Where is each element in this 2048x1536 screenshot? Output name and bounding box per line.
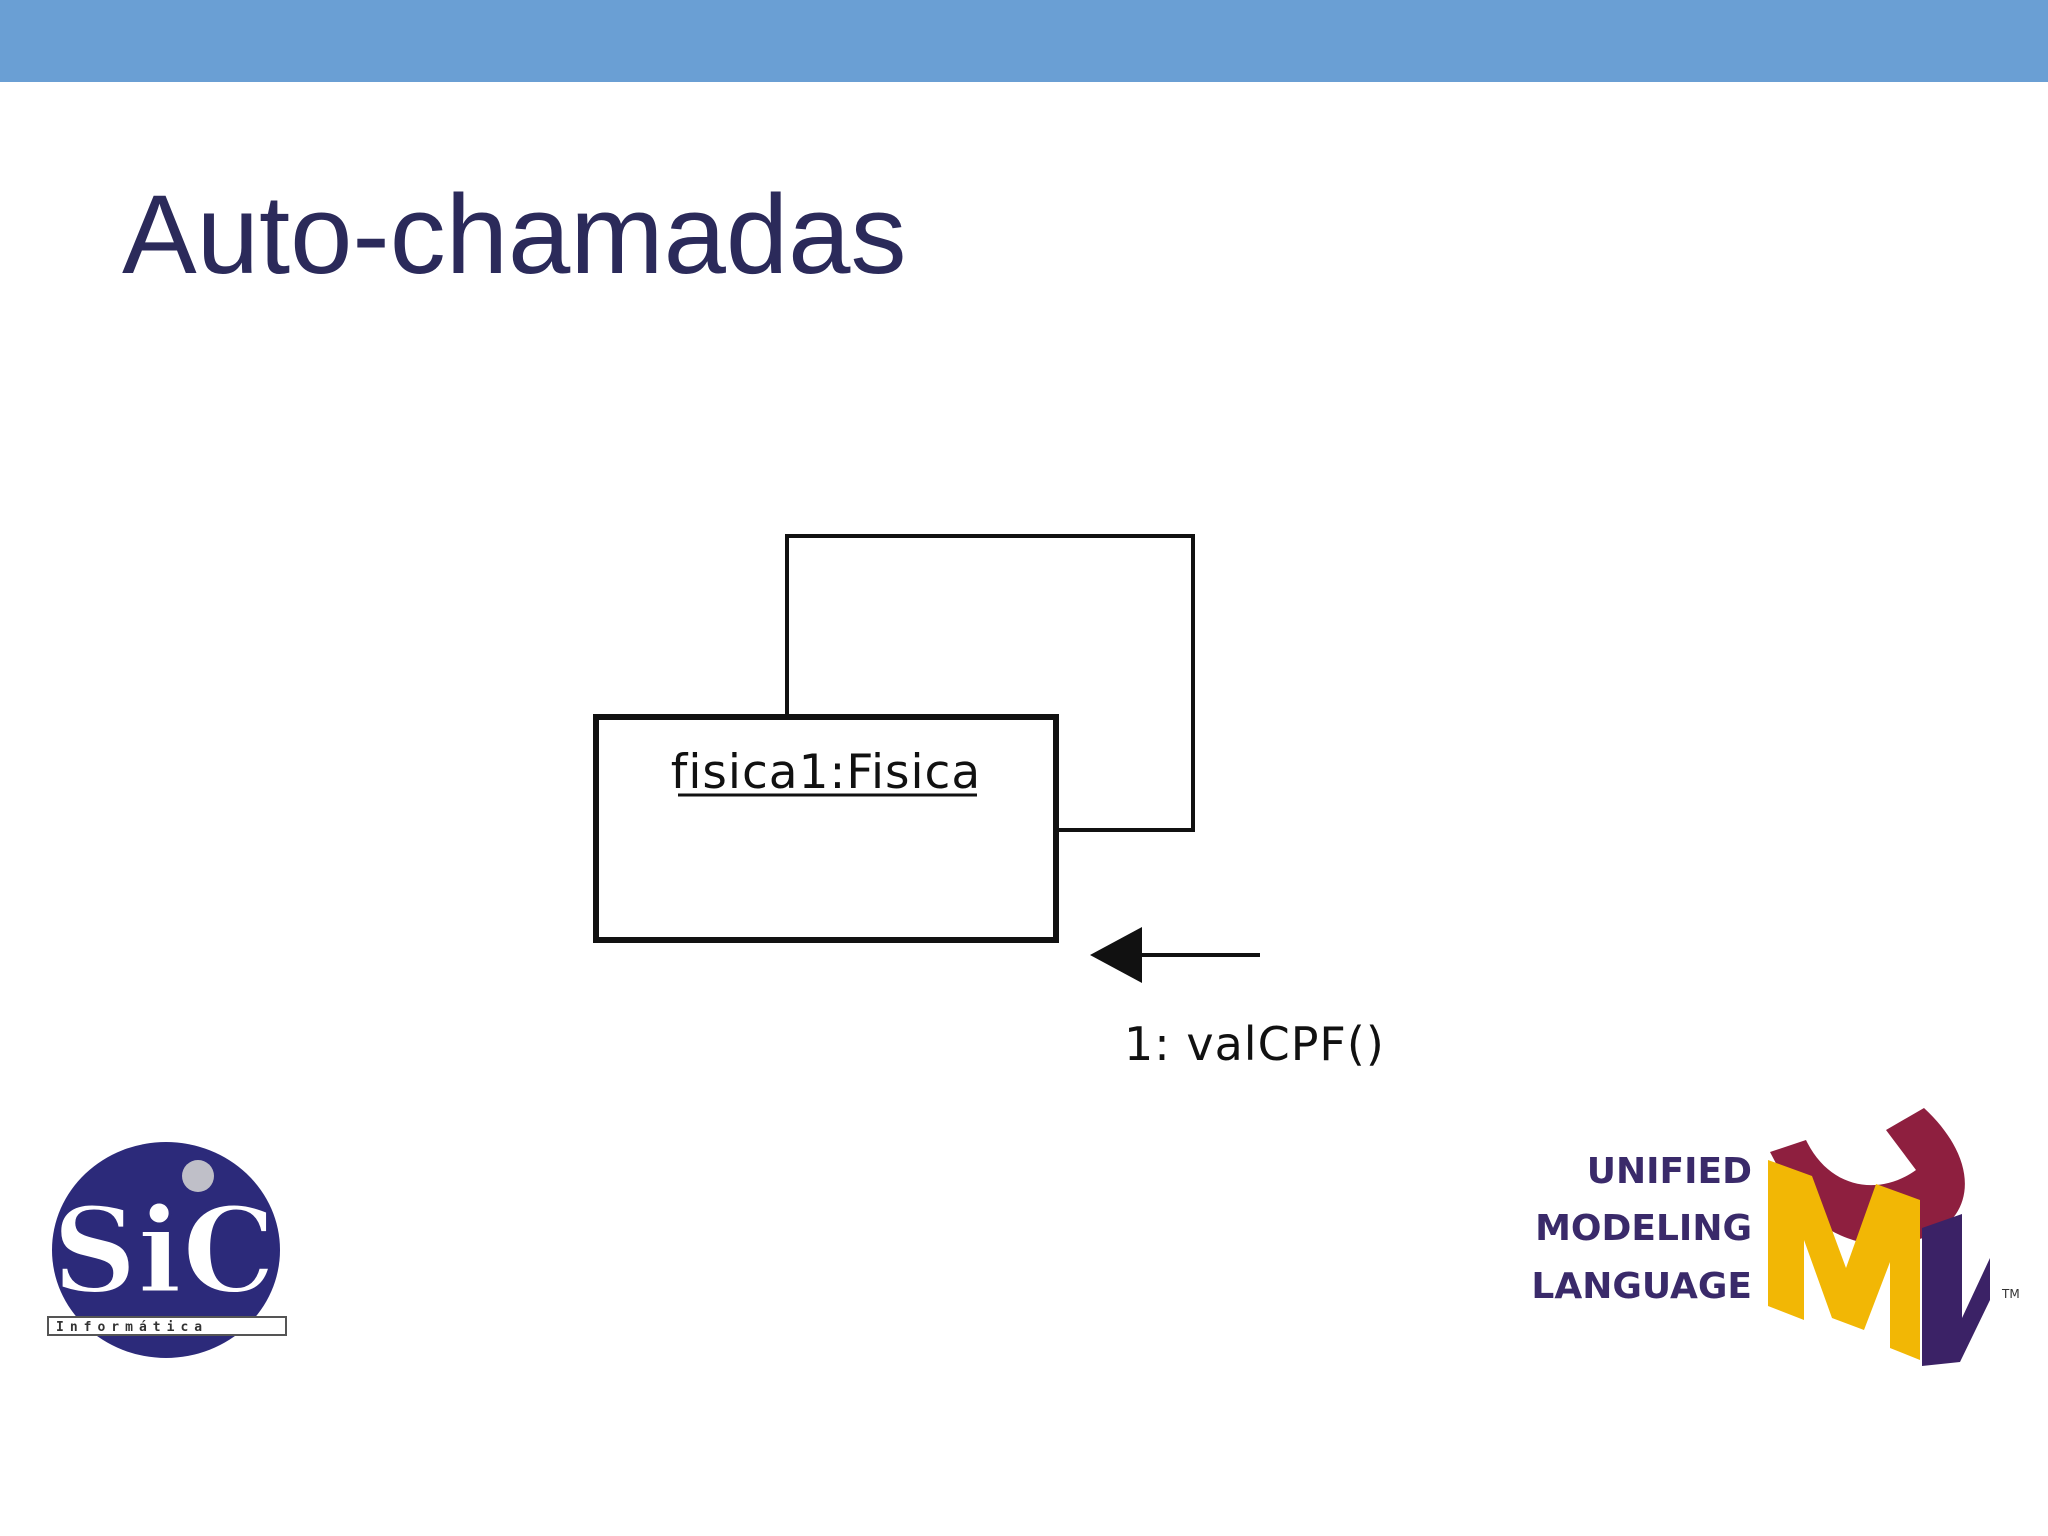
- message-arrowhead: [1090, 927, 1142, 983]
- uml-trademark: TM: [2001, 1287, 2020, 1301]
- sic-logo-subtitle: Informática: [56, 1320, 208, 1335]
- message-label: 1: valCPF(): [1124, 1017, 1385, 1071]
- slide-title: Auto-chamadas: [122, 172, 907, 297]
- sic-logo-letters: SiC: [52, 1181, 276, 1320]
- self-call-link: [785, 534, 1195, 832]
- uml-logo: UNIFIED MODELING LANGUAGE TM: [1531, 1108, 2020, 1366]
- object-label: fisica1:Fisica: [671, 745, 981, 800]
- top-accent-bar: [0, 0, 2048, 82]
- uml-line-3: LANGUAGE: [1531, 1266, 1752, 1307]
- uml-line-2: MODELING: [1535, 1208, 1752, 1249]
- object-box: [593, 714, 1059, 943]
- uml-line-1: UNIFIED: [1587, 1151, 1752, 1192]
- sic-logo: SiC Informática: [47, 1142, 287, 1358]
